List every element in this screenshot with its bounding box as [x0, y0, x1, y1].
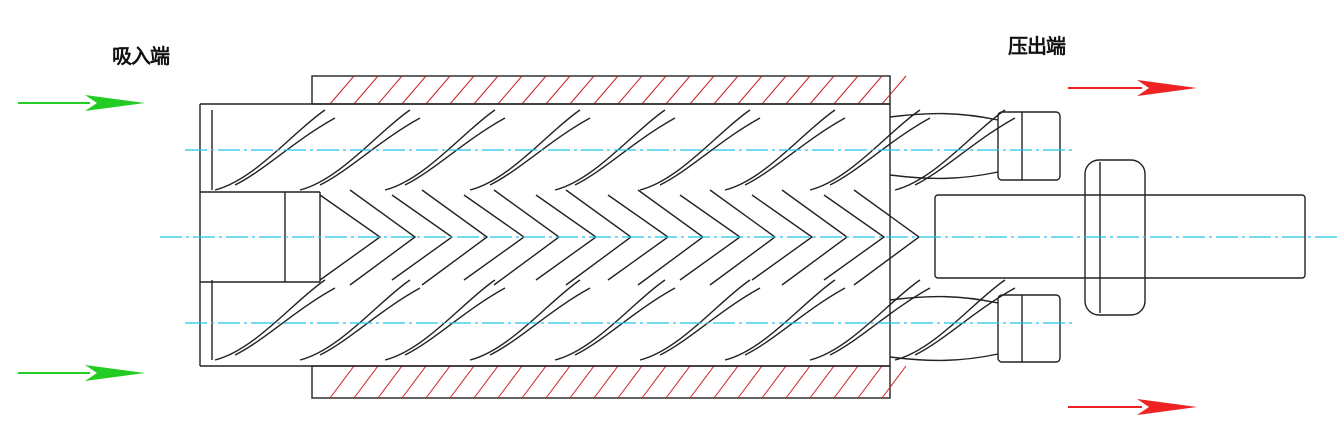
hatch-line	[833, 75, 859, 105]
flow-arrow-head-icon	[1137, 80, 1197, 96]
side-screw-thread	[214, 279, 326, 361]
suction-end-label: 吸入端	[112, 44, 170, 68]
side-screw-thread	[299, 279, 411, 361]
side-screw-thread	[744, 117, 846, 186]
hatch-line	[665, 365, 691, 399]
hatch-line	[329, 365, 355, 399]
side-screw-thread	[829, 117, 931, 186]
side-screw-thread	[829, 287, 931, 356]
side-screw-thread	[724, 279, 836, 361]
side-screw-thread	[384, 109, 496, 191]
side-screw-thread	[744, 287, 846, 356]
hatch-line	[737, 365, 763, 399]
side-screw-thread	[384, 279, 496, 361]
hatch-line	[617, 75, 643, 105]
hatch-line	[689, 365, 715, 399]
side-screw-thread	[809, 109, 921, 191]
hatch-line	[785, 365, 811, 399]
hatch-line	[593, 75, 619, 105]
side-screw-thread	[319, 117, 421, 186]
hatch-line	[329, 75, 355, 105]
side-screw-thread	[404, 117, 506, 186]
hatch-line	[449, 75, 475, 105]
main-screw-chevron	[349, 189, 417, 286]
main-screw-chevron	[823, 194, 886, 281]
hatch-line	[473, 75, 499, 105]
side-screw-thread	[639, 109, 751, 191]
hatch-line	[857, 365, 883, 399]
end-cap	[997, 111, 1061, 181]
side-screw-thread	[299, 109, 411, 191]
side-screw-thread	[809, 279, 921, 361]
hatch-line	[809, 365, 835, 399]
side-screw-thread	[639, 279, 751, 361]
side-screw-thread	[894, 279, 1006, 361]
hatch-line	[881, 75, 907, 105]
side-screw-thread	[489, 287, 591, 356]
side-screw-thread	[554, 279, 666, 361]
hatch-line	[353, 365, 379, 399]
hatch-line	[401, 365, 427, 399]
hatch-line	[521, 365, 547, 399]
side-screw-thread	[214, 109, 326, 191]
side-screw-thread	[659, 117, 761, 186]
hatch-line	[761, 365, 787, 399]
side-screw-thread	[724, 109, 836, 191]
hatch-line	[401, 75, 427, 105]
side-rotor-end	[889, 295, 999, 362]
hatch-line	[497, 365, 523, 399]
hatch-line	[641, 365, 667, 399]
side-screw-thread	[914, 117, 1016, 186]
side-screw-thread	[319, 287, 421, 356]
side-screw-thread	[574, 287, 676, 356]
hatch-line	[569, 365, 595, 399]
hatch-line	[689, 75, 715, 105]
hatch-line	[857, 75, 883, 105]
hatch-line	[713, 75, 739, 105]
side-screw-thread	[659, 287, 761, 356]
hatch-line	[713, 365, 739, 399]
hatch-line	[833, 365, 859, 399]
side-screw-thread	[234, 287, 336, 356]
hatch-line	[569, 75, 595, 105]
side-screw-thread	[234, 117, 336, 186]
hatch-line	[785, 75, 811, 105]
hatch-line	[545, 75, 571, 105]
side-screw-thread	[574, 117, 676, 186]
hatch-line	[737, 75, 763, 105]
side-screw-thread	[894, 109, 1006, 191]
hatch-line	[473, 365, 499, 399]
hatch-line	[881, 365, 907, 399]
bore-outline	[200, 191, 321, 283]
side-screw-thread	[554, 109, 666, 191]
hatch-line	[521, 75, 547, 105]
hatch-line	[665, 75, 691, 105]
hatch-line	[353, 75, 379, 105]
flow-arrow-head-icon	[1137, 399, 1197, 415]
hatch-line	[377, 75, 403, 105]
side-rotor-end	[889, 112, 999, 180]
hatch-line	[809, 75, 835, 105]
hatch-line	[449, 365, 475, 399]
side-screw-thread	[469, 109, 581, 191]
hatch-line	[425, 365, 451, 399]
discharge-end-label: 压出端	[1008, 34, 1066, 58]
main-screw-chevron	[751, 194, 814, 281]
flow-arrow-head-icon	[85, 95, 145, 111]
flow-arrow-head-icon	[85, 365, 145, 381]
hatch-line	[425, 75, 451, 105]
side-screw-thread	[489, 117, 591, 186]
hatch-line	[497, 75, 523, 105]
side-screw-thread	[404, 287, 506, 356]
hatch-line	[641, 75, 667, 105]
pump-body-outline	[199, 103, 891, 367]
hatch-line	[593, 365, 619, 399]
hatch-line	[545, 365, 571, 399]
hatch-line	[377, 365, 403, 399]
end-cap	[997, 294, 1061, 363]
hatch-line	[617, 365, 643, 399]
main-screw-chevron	[421, 189, 489, 286]
side-screw-thread	[469, 279, 581, 361]
hatch-line	[761, 75, 787, 105]
